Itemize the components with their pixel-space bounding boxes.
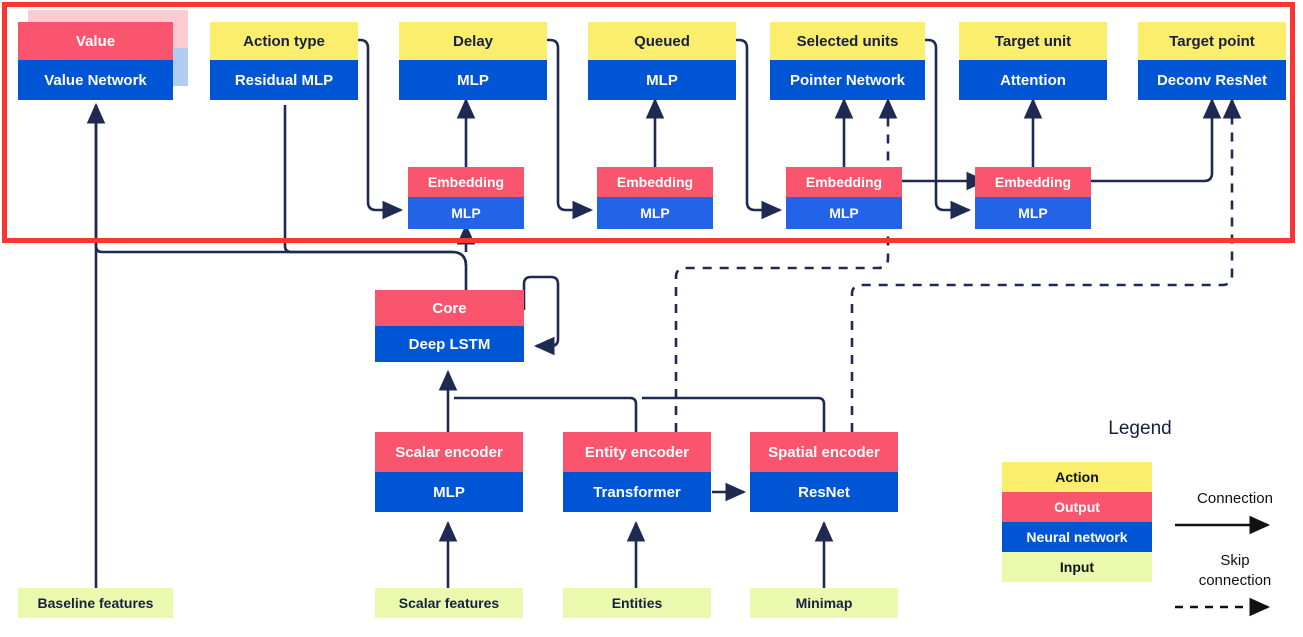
embedding-queued[interactable]: Embedding MLP <box>786 167 902 229</box>
encoder-spatial-bottom: ResNet <box>750 472 898 512</box>
head-target-point-top: Target point <box>1138 22 1286 60</box>
head-delay-bottom: MLP <box>399 60 547 100</box>
embedding-action-type[interactable]: Embedding MLP <box>408 167 524 229</box>
embedding-selected-units[interactable]: Embedding MLP <box>975 167 1091 229</box>
input-scalar-features[interactable]: Scalar features <box>375 588 523 618</box>
head-selected-units-top: Selected units <box>770 22 925 60</box>
legend-skip-label-line1: Skip <box>1220 552 1250 569</box>
core-top: Core <box>375 290 524 326</box>
legend-arrow-samples <box>1175 515 1271 617</box>
head-target-unit-top: Target unit <box>959 22 1107 60</box>
head-action-type-top: Action type <box>210 22 358 60</box>
head-target-unit-bottom: Attention <box>959 60 1107 100</box>
encoder-scalar-top: Scalar encoder <box>375 432 523 472</box>
head-value[interactable]: Value Value Network <box>18 22 173 100</box>
encoder-scalar[interactable]: Scalar encoder MLP <box>375 432 523 512</box>
core-bottom: Deep LSTM <box>375 326 524 362</box>
head-value-bottom: Value Network <box>18 60 173 100</box>
input-scalar-features-label: Scalar features <box>375 588 523 618</box>
embedding-action-type-top: Embedding <box>408 167 524 197</box>
input-baseline-features[interactable]: Baseline features <box>18 588 173 618</box>
legend: Legend Action Output Neural network Inpu… <box>980 418 1300 623</box>
input-minimap[interactable]: Minimap <box>750 588 898 618</box>
input-entities[interactable]: Entities <box>563 588 711 618</box>
embedding-selected-units-bottom: MLP <box>975 197 1091 229</box>
head-queued[interactable]: Queued MLP <box>588 22 736 100</box>
embedding-delay-bottom: MLP <box>597 197 713 229</box>
embedding-queued-bottom: MLP <box>786 197 902 229</box>
head-target-point-bottom: Deconv ResNet <box>1138 60 1286 100</box>
legend-connection-label: Connection <box>1197 490 1273 507</box>
head-target-unit[interactable]: Target unit Attention <box>959 22 1107 100</box>
embedding-delay[interactable]: Embedding MLP <box>597 167 713 229</box>
head-queued-bottom: MLP <box>588 60 736 100</box>
head-value-top: Value <box>18 22 173 60</box>
legend-swatch-input: Input <box>1002 552 1152 582</box>
head-queued-top: Queued <box>588 22 736 60</box>
head-delay-top: Delay <box>399 22 547 60</box>
head-action-type[interactable]: Action type Residual MLP <box>210 22 358 100</box>
embedding-delay-top: Embedding <box>597 167 713 197</box>
embedding-action-type-bottom: MLP <box>408 197 524 229</box>
head-selected-units-bottom: Pointer Network <box>770 60 925 100</box>
legend-swatch-neural-network: Neural network <box>1002 522 1152 552</box>
head-delay[interactable]: Delay MLP <box>399 22 547 100</box>
legend-swatch-action: Action <box>1002 462 1152 492</box>
encoder-entity-top: Entity encoder <box>563 432 711 472</box>
input-entities-label: Entities <box>563 588 711 618</box>
input-minimap-label: Minimap <box>750 588 898 618</box>
legend-swatch-output: Output <box>1002 492 1152 522</box>
legend-skip-label-line2: connection <box>1198 572 1272 589</box>
encoder-spatial-top: Spatial encoder <box>750 432 898 472</box>
encoder-entity-bottom: Transformer <box>563 472 711 512</box>
embedding-queued-top: Embedding <box>786 167 902 197</box>
legend-swatch-stack: Action Output Neural network Input <box>1002 462 1152 582</box>
core-node[interactable]: Core Deep LSTM <box>375 290 524 362</box>
head-target-point[interactable]: Target point Deconv ResNet <box>1138 22 1286 100</box>
input-baseline-features-label: Baseline features <box>18 588 173 618</box>
head-action-type-bottom: Residual MLP <box>210 60 358 100</box>
encoder-entity[interactable]: Entity encoder Transformer <box>563 432 711 512</box>
embedding-selected-units-top: Embedding <box>975 167 1091 197</box>
encoder-scalar-bottom: MLP <box>375 472 523 512</box>
encoder-spatial[interactable]: Spatial encoder ResNet <box>750 432 898 512</box>
head-selected-units[interactable]: Selected units Pointer Network <box>770 22 925 100</box>
